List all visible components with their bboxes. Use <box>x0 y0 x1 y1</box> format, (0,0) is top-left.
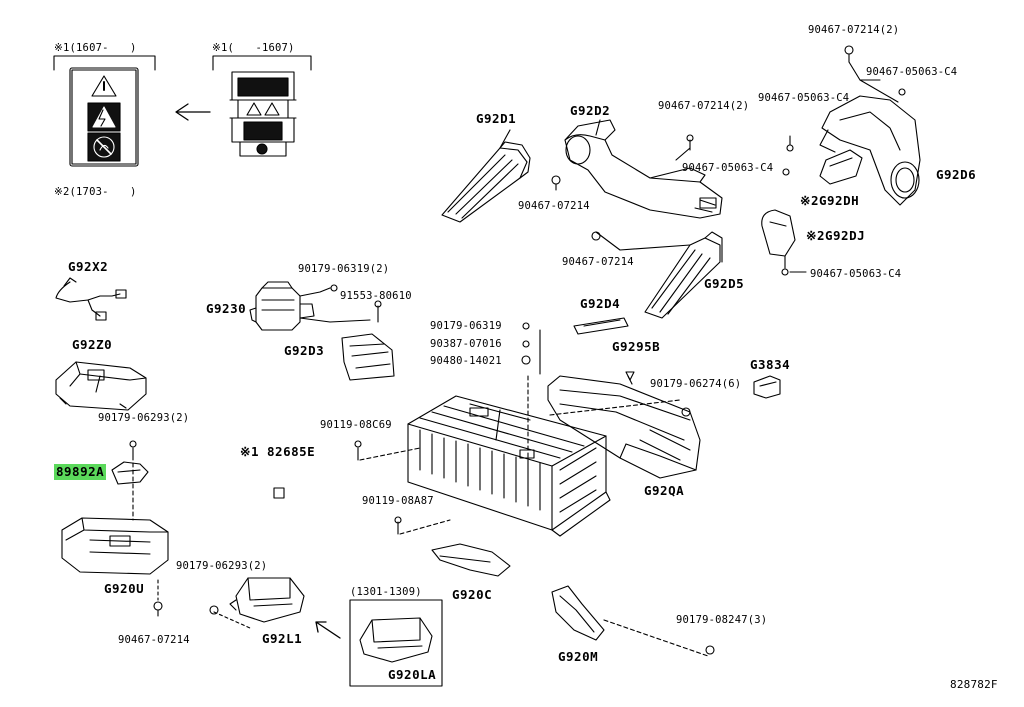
part-90467-07214-b[interactable]: 90467-07214 <box>562 256 634 268</box>
g920m-bracket <box>551 585 605 641</box>
g92d2-duct <box>564 119 723 219</box>
variant-range-1301-1309: (1301-1309) <box>350 586 422 598</box>
part-g9295b[interactable]: G9295B <box>612 339 661 354</box>
arrow-left-icon <box>175 103 211 121</box>
part-g9230[interactable]: G9230 <box>206 301 247 316</box>
part-g92l1[interactable]: G92L1 <box>262 631 303 646</box>
g92dh-part <box>819 149 863 185</box>
g920c-bracket <box>431 543 511 577</box>
part-g92dj[interactable]: ※2G92DJ <box>806 228 866 243</box>
part-g92qa[interactable]: G92QA <box>644 483 685 498</box>
g92x2-harness <box>55 277 127 321</box>
part-g920m[interactable]: G920M <box>558 649 599 664</box>
89892a-part <box>111 461 149 485</box>
part-g920la[interactable]: G920LA <box>388 667 437 682</box>
part-g92d3[interactable]: G92D3 <box>284 343 325 358</box>
g3834-clip <box>753 375 781 399</box>
part-g92z0[interactable]: G92Z0 <box>72 337 113 352</box>
g92qa-tray <box>547 375 701 479</box>
variant-box <box>349 599 443 687</box>
note-1607-after: ※1(1607- ) <box>54 42 137 54</box>
82685e-label <box>273 487 285 499</box>
part-g3834[interactable]: G3834 <box>750 357 791 372</box>
warning-label-new <box>53 55 156 167</box>
part-90179-06293-2-a[interactable]: 90179-06293(2) <box>98 412 190 424</box>
part-g92d2[interactable]: G92D2 <box>570 103 611 118</box>
part-90179-08247-3[interactable]: 90179-08247(3) <box>676 614 768 626</box>
arrow-upleft-icon <box>315 621 341 639</box>
g92d6-duct <box>819 95 921 206</box>
part-90467-07214-2-mid[interactable]: 90467-07214(2) <box>658 100 750 112</box>
note-1607-before: ※1( -1607) <box>212 42 295 54</box>
part-90467-05063-c4-mid[interactable]: 90467-05063-C4 <box>758 92 850 104</box>
g92l1-bracket <box>229 577 305 623</box>
part-82685e[interactable]: ※1 82685E <box>240 444 316 459</box>
part-g920c[interactable]: G920C <box>452 587 493 602</box>
part-90467-07214-a[interactable]: 90467-07214 <box>518 200 590 212</box>
part-90467-05063-c4-top[interactable]: 90467-05063-C4 <box>866 66 958 78</box>
part-90179-06293-2-b[interactable]: 90179-06293(2) <box>176 560 268 572</box>
part-89892a[interactable]: 89892A <box>54 464 107 480</box>
part-90119-08a87[interactable]: 90119-08A87 <box>362 495 434 507</box>
g92dj-part <box>761 209 796 257</box>
g920u-tray <box>61 517 169 575</box>
part-90467-07214-c[interactable]: 90467-07214 <box>118 634 190 646</box>
part-g92d5[interactable]: G92D5 <box>704 276 745 291</box>
g92d5-duct <box>644 231 723 319</box>
part-90179-06319-2[interactable]: 90179-06319(2) <box>298 263 390 275</box>
part-g920u[interactable]: G920U <box>104 581 145 596</box>
part-g92d6[interactable]: G92D6 <box>936 167 977 182</box>
g92d4-bar <box>573 317 629 335</box>
part-90467-05063-c4-low[interactable]: 90467-05063-C4 <box>810 268 902 280</box>
part-90467-05063-c4-b[interactable]: 90467-05063-C4 <box>682 162 774 174</box>
g92d1-duct <box>441 141 531 223</box>
part-91553-80610[interactable]: 91553-80610 <box>340 290 412 302</box>
diagram-reference-code: 828782F <box>950 678 998 691</box>
part-90179-06274-6[interactable]: 90179-06274(6) <box>650 378 742 390</box>
g9230-block <box>249 281 315 331</box>
part-90467-07214-2-top[interactable]: 90467-07214(2) <box>808 24 900 36</box>
part-g92x2[interactable]: G92X2 <box>68 259 109 274</box>
g92z0-bracket <box>55 361 147 411</box>
part-g92d1[interactable]: G92D1 <box>476 111 517 126</box>
part-90387-07016[interactable]: 90387-07016 <box>430 338 502 350</box>
part-g92d4[interactable]: G92D4 <box>580 296 621 311</box>
part-90179-06319[interactable]: 90179-06319 <box>430 320 502 332</box>
battery-pack <box>407 395 611 537</box>
g92d3-duct <box>341 333 395 381</box>
part-90119-08c69[interactable]: 90119-08C69 <box>320 419 392 431</box>
warning-label-old <box>212 55 312 157</box>
note-1703: ※2(1703- ) <box>54 186 137 198</box>
g920la-bracket <box>359 617 433 663</box>
part-g92dh[interactable]: ※2G92DH <box>800 193 860 208</box>
part-90480-14021[interactable]: 90480-14021 <box>430 355 502 367</box>
